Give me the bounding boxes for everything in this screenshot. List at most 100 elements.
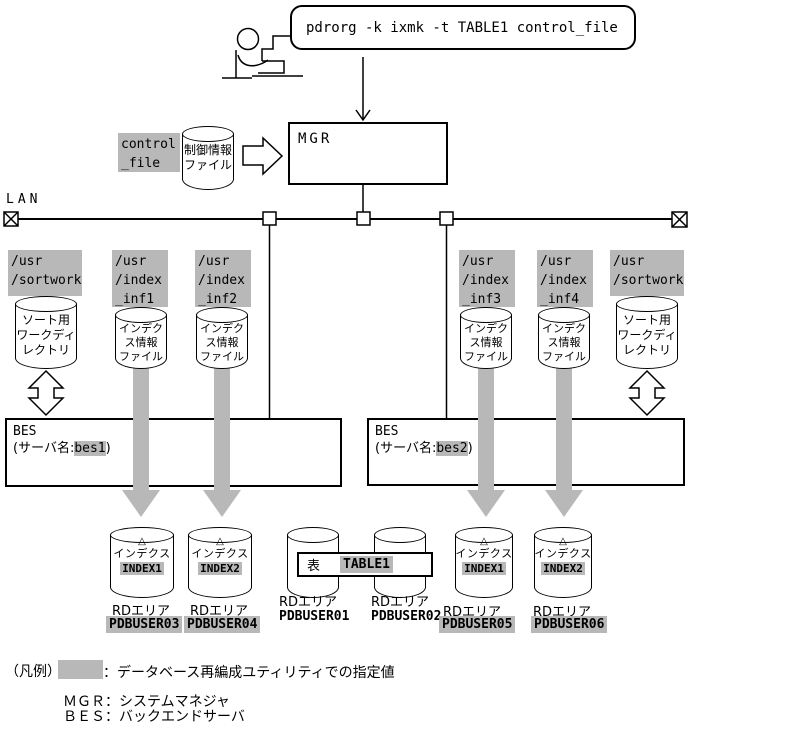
sort-dir-cylinder-left: ソート用 ワークディ レクトリ: [15, 296, 77, 369]
table-label: 表: [307, 559, 321, 574]
rd-area-label: RDエリア: [190, 604, 249, 619]
sync-arrow-left-icon: [27, 369, 65, 417]
cylinder-cap: [534, 527, 592, 543]
path-label-index-inf1: /usr /index _inf1: [112, 250, 168, 307]
path-label-index-inf3: /usr /index _inf3: [459, 250, 515, 307]
index-marker-icon: △: [480, 536, 488, 547]
cylinder-shape: [196, 315, 248, 369]
cylinder-cap: [196, 307, 248, 323]
rd-area-label: RDエリア: [371, 595, 430, 610]
bes2-label: BES: [375, 424, 399, 439]
lan-terminator-right: [671, 211, 688, 228]
cylinder-cap: [115, 307, 167, 323]
bes1-server-name: bes1: [74, 441, 106, 456]
cylinder-cap: [460, 307, 512, 323]
mgr-label: MGR: [298, 131, 333, 147]
index-marker-icon: △: [138, 536, 146, 547]
lan-terminator-left: [3, 211, 19, 227]
lan-bus: [3, 211, 688, 228]
rd-area-label: RDエリア: [112, 604, 171, 619]
cylinder-label: インデク ス情報 ファイル: [119, 322, 163, 363]
cylinder-label: インデク ス情報 ファイル: [464, 322, 508, 363]
index-file-cylinder-2: インデク ス情報 ファイル: [196, 307, 248, 369]
cylinder-cap: [455, 527, 513, 543]
sync-arrow-right-icon: [628, 369, 666, 417]
gray-arrow-index3-down: [467, 366, 505, 517]
control-file-path-label: control _file: [118, 133, 180, 172]
rd-area-name-pdbuser03: PDBUSER03: [106, 616, 183, 633]
rd-cylinder-pdbuser04: △ インデクス INDEX2: [188, 527, 252, 598]
legend-swatch: [58, 660, 103, 679]
index-name-badge: INDEX2: [541, 562, 585, 575]
cylinder-label: ソート用 ワークディ レクトリ: [16, 313, 76, 357]
index-kind-label: インデクス: [455, 547, 513, 560]
index-name-badge: INDEX1: [462, 562, 506, 575]
bes1-server-suffix: ): [105, 441, 111, 456]
index-kind-label: インデクス: [191, 547, 249, 560]
rd-cylinder-pdbuser05: △ インデクス INDEX1: [455, 527, 513, 598]
rd-area-name-pdbuser02: PDBUSER02: [371, 609, 442, 624]
gray-arrow-index4-down: [545, 366, 583, 517]
gray-arrow-index1-down: [122, 366, 160, 517]
cylinder-shape: [616, 304, 678, 369]
index-marker-icon: △: [559, 536, 567, 547]
path-label-index-inf2: /usr /index _inf2: [195, 250, 251, 307]
index-kind-label: インデクス: [113, 547, 171, 560]
arrow-command-to-mgr: [355, 57, 371, 122]
lan-connector-2: [356, 211, 371, 226]
cylinder-cap: [188, 527, 252, 543]
rd-area-name-pdbuser01: PDBUSER01: [279, 609, 350, 624]
cylinder-label: ソート用 ワークディ レクトリ: [617, 313, 677, 357]
command-text: pdrorg -k ixmk -t TABLE1 control_file: [306, 19, 618, 36]
person-icon: [222, 27, 269, 79]
index-marker-icon: △: [216, 536, 224, 547]
index-file-cylinder-3: インデク ス情報 ファイル: [460, 307, 512, 369]
legend-mgr-line: ＭＧＲ：システムマネジャ: [63, 694, 230, 710]
legend-bes-line: ＢＥＳ：バックエンドサーバ: [63, 709, 245, 725]
rd-cylinder-pdbuser03: △ インデクス INDEX1: [110, 527, 174, 598]
sort-dir-cylinder-right: ソート用 ワークディ レクトリ: [616, 296, 678, 369]
path-label-sortwork-right: /usr /sortwork: [610, 250, 684, 296]
legend-title: （凡例）: [5, 664, 61, 680]
rd-cylinder-pdbuser06: △ インデクス INDEX2: [534, 527, 592, 598]
table-name: TABLE1: [340, 556, 393, 573]
cylinder-shape: [460, 315, 512, 369]
cylinder-cap: [15, 296, 77, 312]
bes1-server-prefix: (サーバ名:: [13, 441, 75, 456]
cylinder-label: インデク ス情報 ファイル: [200, 322, 244, 363]
control-info-file-cylinder: 制御情報 ファイル: [182, 126, 234, 190]
cylinder-cap: [538, 307, 590, 323]
bes2-server-suffix: ): [467, 441, 473, 456]
mgr-box: MGR: [288, 122, 448, 185]
index-name-badge: INDEX2: [198, 562, 242, 575]
index-file-cylinder-1: インデク ス情報 ファイル: [115, 307, 167, 369]
speech-bubble: pdrorg -k ixmk -t TABLE1 control_file: [290, 5, 636, 50]
bes2-server-line: (サーバ名:bes2): [375, 440, 677, 457]
cylinder-label: インデク ス情報 ファイル: [542, 322, 586, 363]
cylinder-cap: [287, 527, 339, 543]
gray-arrow-index2-down: [203, 366, 241, 517]
cylinder-cap: [374, 527, 426, 543]
cylinder-shape: [182, 134, 234, 190]
cylinder-shape: [115, 315, 167, 369]
legend-swatch-description: ：データベース再編成ユティリティでの指定値: [103, 665, 395, 681]
bes2-box: BES (サーバ名:bes2): [367, 418, 685, 486]
path-label-sortwork-left: /usr /sortwork: [8, 250, 82, 296]
cylinder-cap: [110, 527, 174, 543]
cylinder-cap: [616, 296, 678, 312]
cylinder-label: 制御情報 ファイル: [183, 143, 232, 172]
rd-area-name-pdbuser05: PDBUSER05: [439, 616, 516, 633]
table-band: 表 TABLE1: [297, 552, 433, 577]
index-file-cylinder-4: インデク ス情報 ファイル: [538, 307, 590, 369]
bes2-server-prefix: (サーバ名:: [375, 441, 437, 456]
rd-area-label: RDエリア: [279, 595, 338, 610]
lan-label: LAN: [6, 192, 42, 207]
cylinder-cap: [182, 126, 234, 142]
index-kind-label: インデクス: [534, 547, 592, 560]
bes1-box: BES (サーバ名:bes1): [5, 418, 342, 487]
rd-area-name-pdbuser06: PDBUSER06: [531, 616, 608, 633]
index-name-badge: INDEX1: [120, 562, 164, 575]
